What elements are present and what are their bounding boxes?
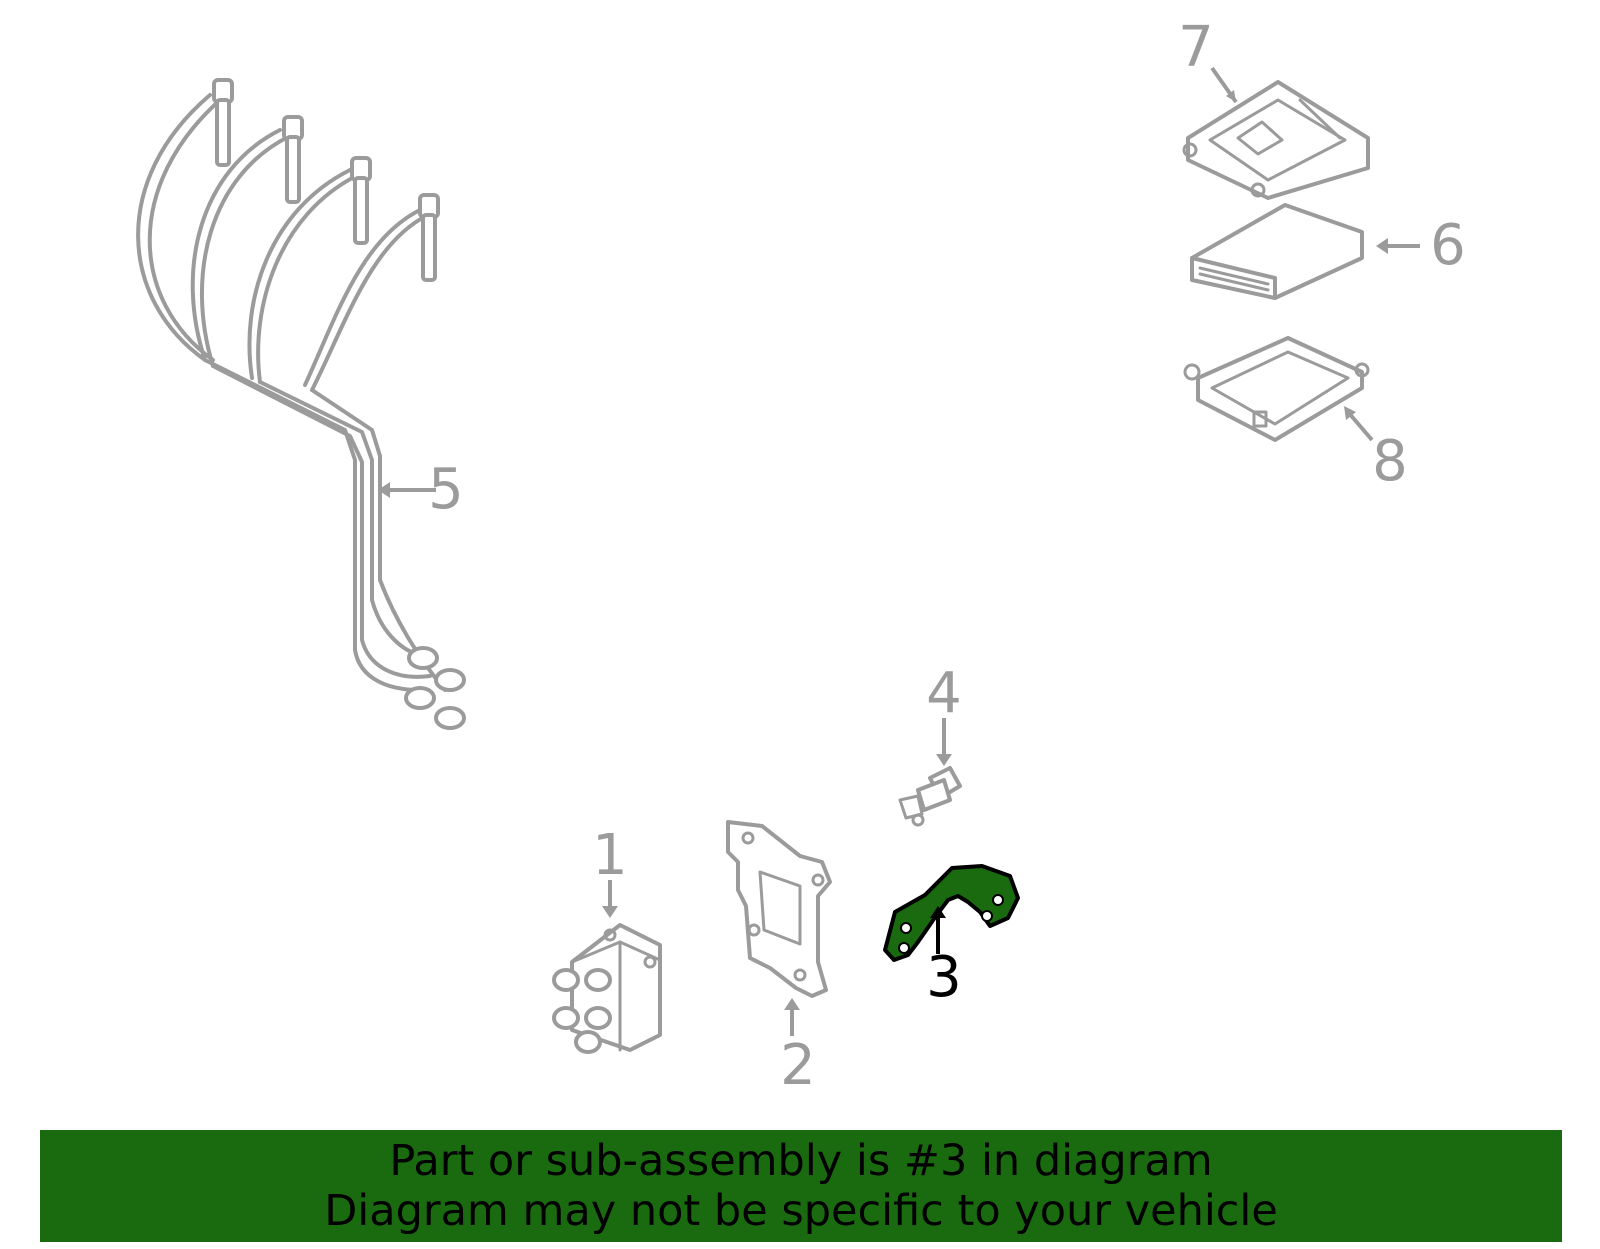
banner-line-part-number: Part or sub-assembly is #3 in diagram: [389, 1136, 1213, 1186]
callout-8: 8: [1372, 429, 1408, 494]
info-banner: Part or sub-assembly is #3 in diagram Di…: [40, 1130, 1562, 1242]
callout-4: 4: [926, 661, 962, 726]
part-1-ignition-coil[interactable]: [552, 923, 662, 1054]
part-5-spark-plug-wires[interactable]: [136, 78, 466, 730]
callout-5: 5: [428, 457, 464, 522]
callout-3-highlighted: 3: [926, 945, 962, 1010]
callout-1: 1: [592, 823, 628, 888]
leader-lines: [378, 66, 1420, 1036]
part-6-ecu[interactable]: [1190, 203, 1364, 300]
part-8-ecu-bracket[interactable]: [1183, 336, 1370, 442]
part-7-ecu-cover[interactable]: [1182, 80, 1370, 200]
banner-line-disclaimer: Diagram may not be specific to your vehi…: [324, 1186, 1278, 1236]
callout-2: 2: [780, 1033, 816, 1098]
callout-7: 7: [1178, 15, 1214, 80]
part-3-bracket-highlighted[interactable]: [883, 864, 1020, 962]
part-2-coil-bracket[interactable]: [726, 820, 832, 998]
part-4-sensor[interactable]: [898, 766, 962, 827]
callout-6: 6: [1430, 213, 1466, 278]
